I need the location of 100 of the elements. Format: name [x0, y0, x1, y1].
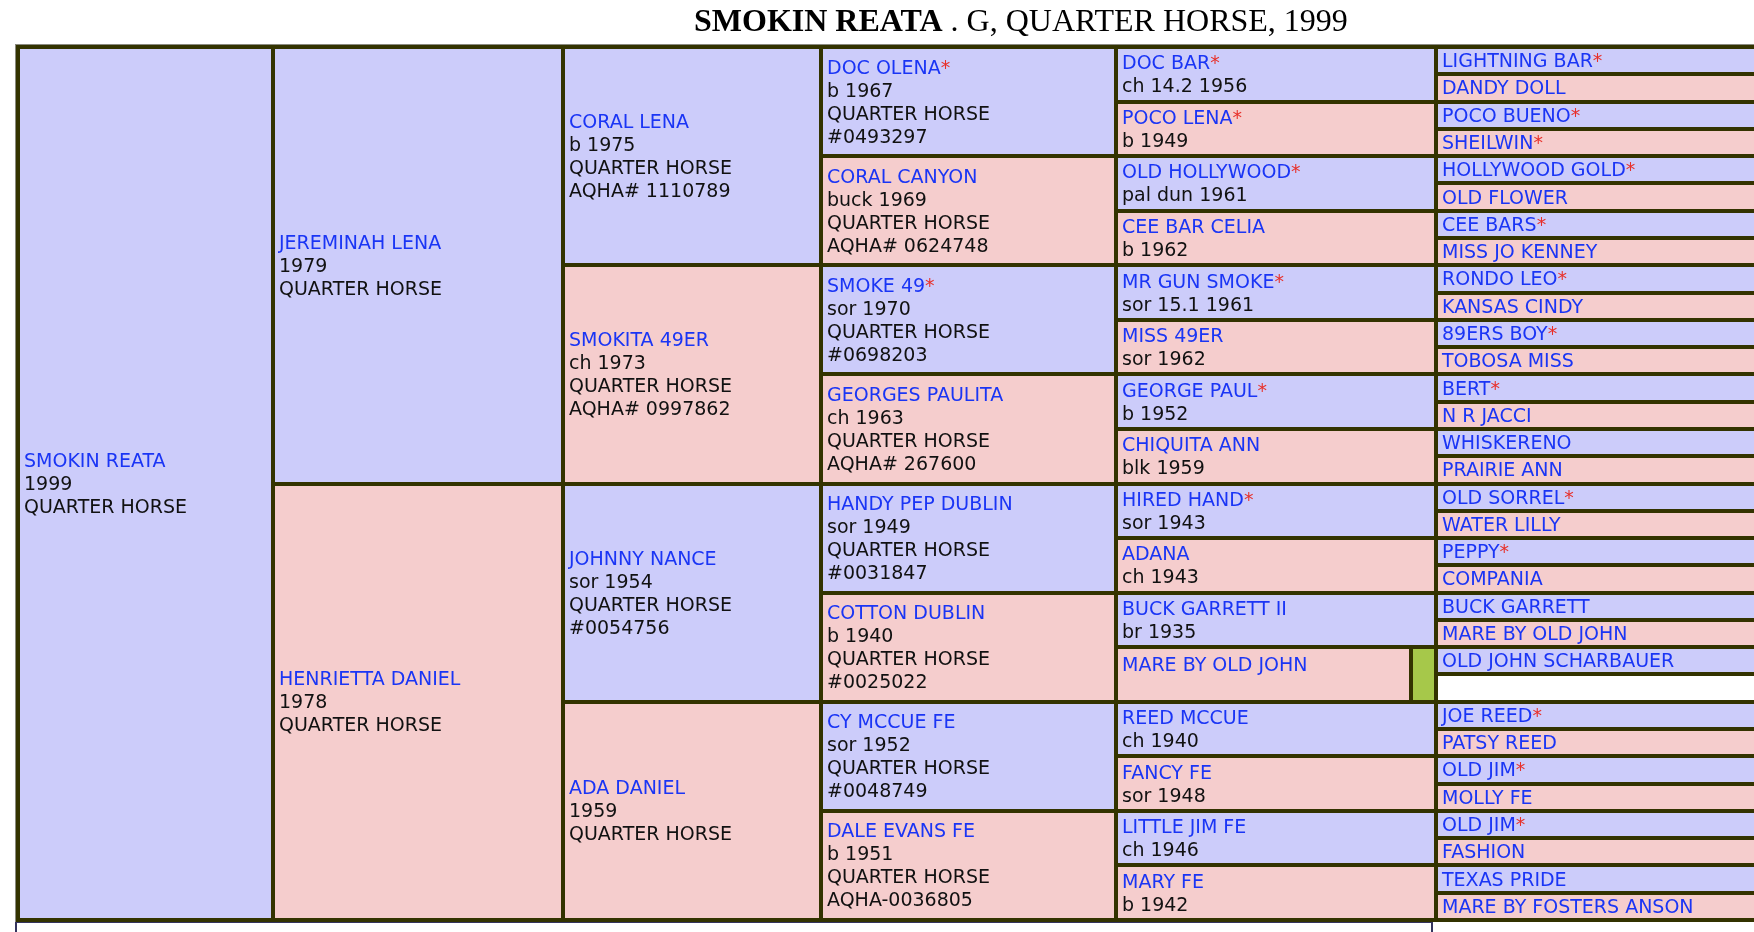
horse-detail: QUARTER HORSE: [279, 276, 444, 300]
pedigree-cell: [1118, 267, 1434, 318]
horse-name-link: KANSAS CINDY: [1442, 294, 1584, 318]
horse-name-link: CY MCCUE FE: [827, 710, 956, 734]
pedigree-cell: [1438, 458, 1754, 482]
horse-detail: ch 14.2 1956: [1122, 74, 1249, 98]
horse-detail: QUARTER HORSE: [827, 101, 992, 125]
horse-detail: 1999: [24, 472, 74, 495]
horse-name-link: HOLLYWOOD GOLD: [1442, 158, 1626, 182]
horse-detail: sor 1952: [827, 733, 912, 757]
horse-detail: AQHA# 0997862: [569, 397, 732, 421]
pedigree-cell: [1118, 430, 1434, 482]
horse-detail: b 1967: [827, 78, 895, 102]
horse-name-link: WHISKERENO: [1442, 431, 1572, 455]
pedigree-cell: [1438, 785, 1754, 809]
asterisk-mark: *: [1570, 103, 1581, 127]
horse-detail: QUARTER HORSE: [24, 495, 189, 518]
horse-name-link: GEORGES PAULITA: [827, 382, 1004, 406]
pedigree-cell: [1438, 321, 1754, 346]
horse-detail: sor 1970: [827, 296, 912, 320]
horse-name-link: PEPPY: [1442, 540, 1500, 564]
horse-detail: QUARTER HORSE: [827, 865, 992, 889]
pedigree-cell: [1118, 649, 1409, 700]
asterisk-mark: *: [1291, 160, 1301, 184]
asterisk-mark: *: [1515, 758, 1526, 782]
pedigree-cell: [1438, 267, 1754, 291]
pedigree-cell: [1438, 130, 1754, 155]
asterisk-mark: *: [1536, 212, 1547, 236]
pedigree-cell: [1438, 185, 1754, 209]
pedigree-cell: [1438, 103, 1754, 127]
horse-detail: #0031847: [827, 561, 929, 585]
horse-name-link: MISS 49ER: [1122, 324, 1224, 348]
horse-name-link: POCO LENA: [1122, 105, 1233, 129]
asterisk-mark: *: [1232, 105, 1242, 129]
asterisk-mark: *: [1625, 158, 1636, 182]
pedigree-cell: [20, 49, 271, 918]
horse-detail: b 1951: [827, 842, 895, 866]
pedigree-cell: [275, 485, 561, 918]
pedigree-cell: [1118, 376, 1434, 427]
horse-detail: b 1949: [1122, 128, 1190, 152]
asterisk-mark: *: [1499, 540, 1510, 564]
pedigree-cell: [1438, 703, 1754, 728]
horse-detail: #0493297: [827, 124, 929, 148]
horse-name-link: DANDY DOLL: [1442, 76, 1566, 100]
indicator-bar: [1413, 649, 1434, 700]
pedigree-cell: [1438, 485, 1754, 509]
pedigree-cell: [1438, 212, 1754, 236]
horse-detail: QUARTER HORSE: [827, 319, 992, 343]
horse-name-link: REED MCCUE: [1122, 706, 1249, 730]
horse-detail: 1979: [279, 253, 329, 277]
pedigree-cell: [565, 703, 819, 918]
horse-detail: QUARTER HORSE: [827, 210, 992, 234]
horse-name-link: DOC OLENA: [827, 55, 941, 79]
horse-detail: ch 1963: [827, 405, 905, 429]
horse-name-link: ADANA: [1122, 542, 1190, 566]
horse-name-link: COTTON DUBLIN: [827, 601, 986, 625]
horse-name-link: DOC BAR: [1122, 51, 1211, 75]
pedigree-cell: [1438, 158, 1754, 182]
horse-detail: AQHA# 1110789: [569, 179, 732, 203]
pedigree-cell: [823, 267, 1114, 373]
horse-detail: QUARTER HORSE: [279, 713, 444, 737]
horse-name-link: CEE BARS: [1442, 212, 1537, 236]
asterisk-mark: *: [1532, 703, 1542, 727]
horse-name-link: BUCK GARRETT: [1442, 594, 1590, 618]
horse-name-link: SMOKE 49: [827, 273, 926, 297]
horse-detail: QUARTER HORSE: [827, 428, 992, 452]
horse-detail: b 1975: [569, 133, 637, 157]
pedigree-cell: [1438, 376, 1754, 400]
horse-name-link: WATER LILLY: [1442, 512, 1561, 536]
pedigree-cell: [1438, 512, 1754, 537]
horse-detail: b 1942: [1122, 892, 1190, 916]
horse-name-link: GEORGE PAUL: [1122, 378, 1258, 402]
horse-name-link: JOE REED: [1442, 703, 1533, 727]
horse-detail: QUARTER HORSE: [827, 538, 992, 562]
asterisk-mark: *: [940, 55, 951, 79]
horse-detail: ch 1946: [1122, 838, 1200, 862]
horse-detail: 1959: [569, 799, 619, 823]
pedigree-cell: [823, 158, 1114, 264]
pedigree-cell: [1438, 731, 1754, 755]
horse-name-link: MARE BY OLD JOHN: [1442, 622, 1628, 646]
pedigree-cell: [1438, 430, 1754, 455]
pedigree-cell: [1438, 621, 1754, 646]
pedigree-cell: [1118, 703, 1434, 755]
horse-detail: AQHA-0036805: [827, 888, 974, 912]
horse-detail: ch 1973: [569, 351, 647, 375]
horse-detail: ch 1943: [1122, 565, 1200, 589]
horse-name-link: OLD HOLLYWOOD: [1122, 160, 1292, 184]
horse-name-link: CORAL CANYON: [827, 164, 978, 188]
horse-name-link: LITTLE JIM FE: [1122, 815, 1247, 839]
pedigree-cell: [1118, 867, 1434, 918]
horse-name-link: FASHION: [1442, 840, 1526, 864]
horse-detail: QUARTER HORSE: [569, 156, 734, 180]
pedigree-cell: [1438, 812, 1754, 837]
pedigree-cell: [1118, 158, 1434, 209]
pedigree-cell: [1438, 349, 1754, 373]
pedigree-cell: [1438, 76, 1754, 100]
horse-detail: QUARTER HORSE: [569, 374, 734, 398]
horse-name-link: MISS JO KENNEY: [1442, 240, 1598, 264]
horse-name-link: HANDY PEP DUBLIN: [827, 492, 1013, 516]
pedigree-cell: [823, 485, 1114, 591]
